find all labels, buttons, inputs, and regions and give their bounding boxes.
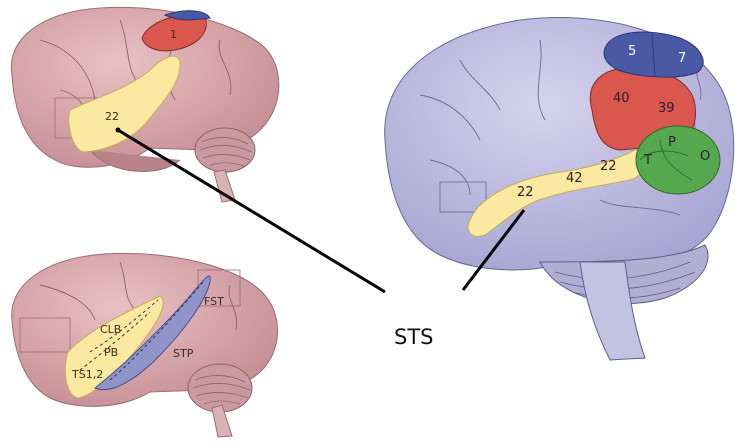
area-label: 22 bbox=[517, 185, 534, 200]
area-label: CLB bbox=[100, 323, 121, 336]
area-label: 1 bbox=[170, 28, 177, 41]
pointer-dot bbox=[116, 128, 121, 133]
area-label: PB bbox=[104, 346, 118, 359]
area-5-7-human: 5 7 bbox=[604, 32, 703, 77]
monkey-brain-bottom: FST CLB PB STP TS1,2 bbox=[12, 253, 278, 437]
area-pto-human: P T O bbox=[636, 126, 720, 194]
cerebellum-top bbox=[195, 128, 255, 172]
area-label: T bbox=[643, 153, 652, 168]
area-label: FST bbox=[204, 295, 224, 308]
area-label: 39 bbox=[658, 101, 675, 116]
area-label: STP bbox=[173, 347, 194, 360]
area-label: 5 bbox=[628, 44, 636, 59]
cerebellum-bottom bbox=[188, 364, 252, 412]
area-label: 22 bbox=[105, 110, 119, 123]
area-label: O bbox=[700, 149, 710, 164]
area-label: TS1,2 bbox=[71, 368, 103, 381]
area-label: 7 bbox=[678, 51, 686, 66]
human-brain: 40 39 5 7 42 22 22 P T O bbox=[385, 18, 734, 360]
monkey-brain-top: 1 22 bbox=[11, 7, 279, 202]
area-label: 40 bbox=[613, 91, 630, 106]
sts-label: STS bbox=[394, 325, 434, 349]
area-label: 42 bbox=[566, 171, 583, 186]
area-label: 22 bbox=[600, 159, 617, 174]
area-label: P bbox=[668, 135, 676, 150]
